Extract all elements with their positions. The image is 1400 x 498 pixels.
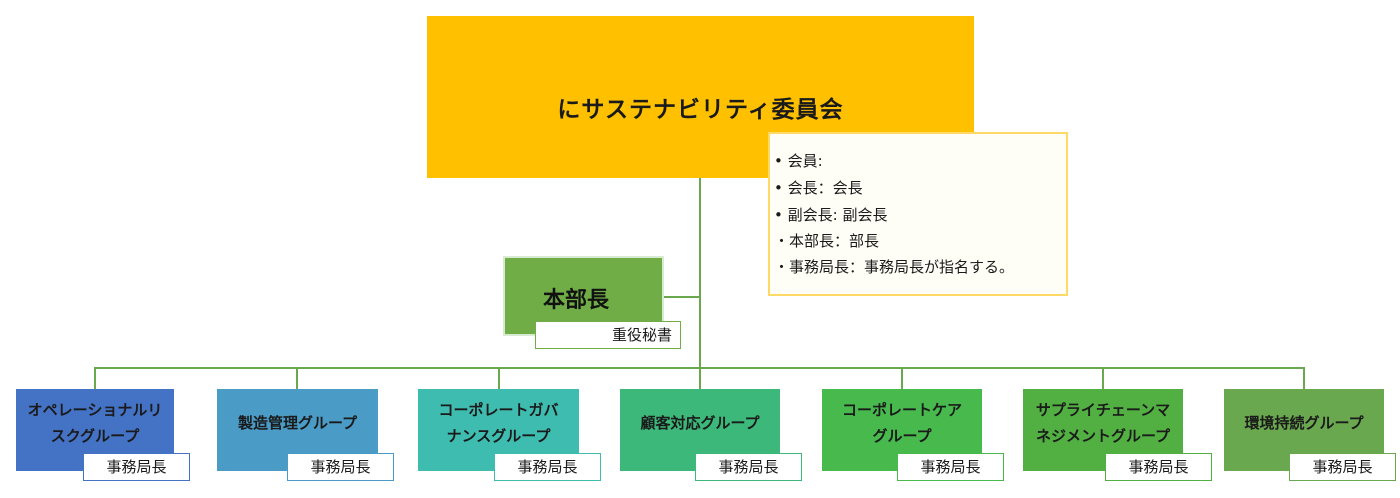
connector-group-7 — [1303, 367, 1305, 389]
group-head-label: 事務局長 — [494, 453, 601, 481]
group-head-label: 事務局長 — [897, 453, 1004, 481]
member-line: • 会員: — [774, 152, 823, 170]
connector-main-vertical — [699, 178, 701, 368]
connector-headquarters — [664, 296, 700, 298]
connector-group-2 — [296, 367, 298, 389]
connector-group-1 — [94, 367, 96, 389]
group-name: 製造管理グループ — [237, 414, 358, 432]
connector-group-4 — [699, 367, 701, 389]
group-head-label: 事務局長 — [287, 453, 394, 481]
group-head-label: 事務局長 — [83, 453, 190, 481]
group-head-label: 事務局長 — [1289, 453, 1396, 481]
group-name: オペレーショナルリ スクグループ — [27, 401, 163, 445]
connector-group-5 — [901, 367, 903, 389]
group-name: 環境持続グループ — [1244, 414, 1364, 432]
member-line: • 副会長: 副会長 — [774, 206, 888, 224]
group-name: コーポレートケア グループ — [841, 401, 962, 445]
members-note: • 会員: • 会長：会長 • 副会長: 副会長 ・本部長：部長 ・事務局長：事… — [768, 132, 1068, 296]
group-head-label: 事務局長 — [1105, 453, 1212, 481]
group-name: サプライチェーンマ ネジメントグループ — [1035, 401, 1171, 445]
assistant-label: 重役秘書 — [535, 321, 681, 349]
connector-group-6 — [1102, 367, 1104, 389]
member-line: ・事務局長：事務局長が指名する。 — [774, 258, 1015, 276]
member-line: • 会長：会長 — [774, 179, 863, 197]
group-head-label: 事務局長 — [695, 453, 802, 481]
member-line: ・本部長：部長 — [774, 232, 880, 250]
group-name: 顧客対応グループ — [640, 414, 760, 432]
group-name: コーポレートガバ ナンスグループ — [438, 401, 559, 445]
committee-title: にサステナビリティ委員会 — [557, 97, 844, 123]
headquarters-title: 本部長 — [543, 288, 610, 313]
connector-group-3 — [498, 367, 500, 389]
